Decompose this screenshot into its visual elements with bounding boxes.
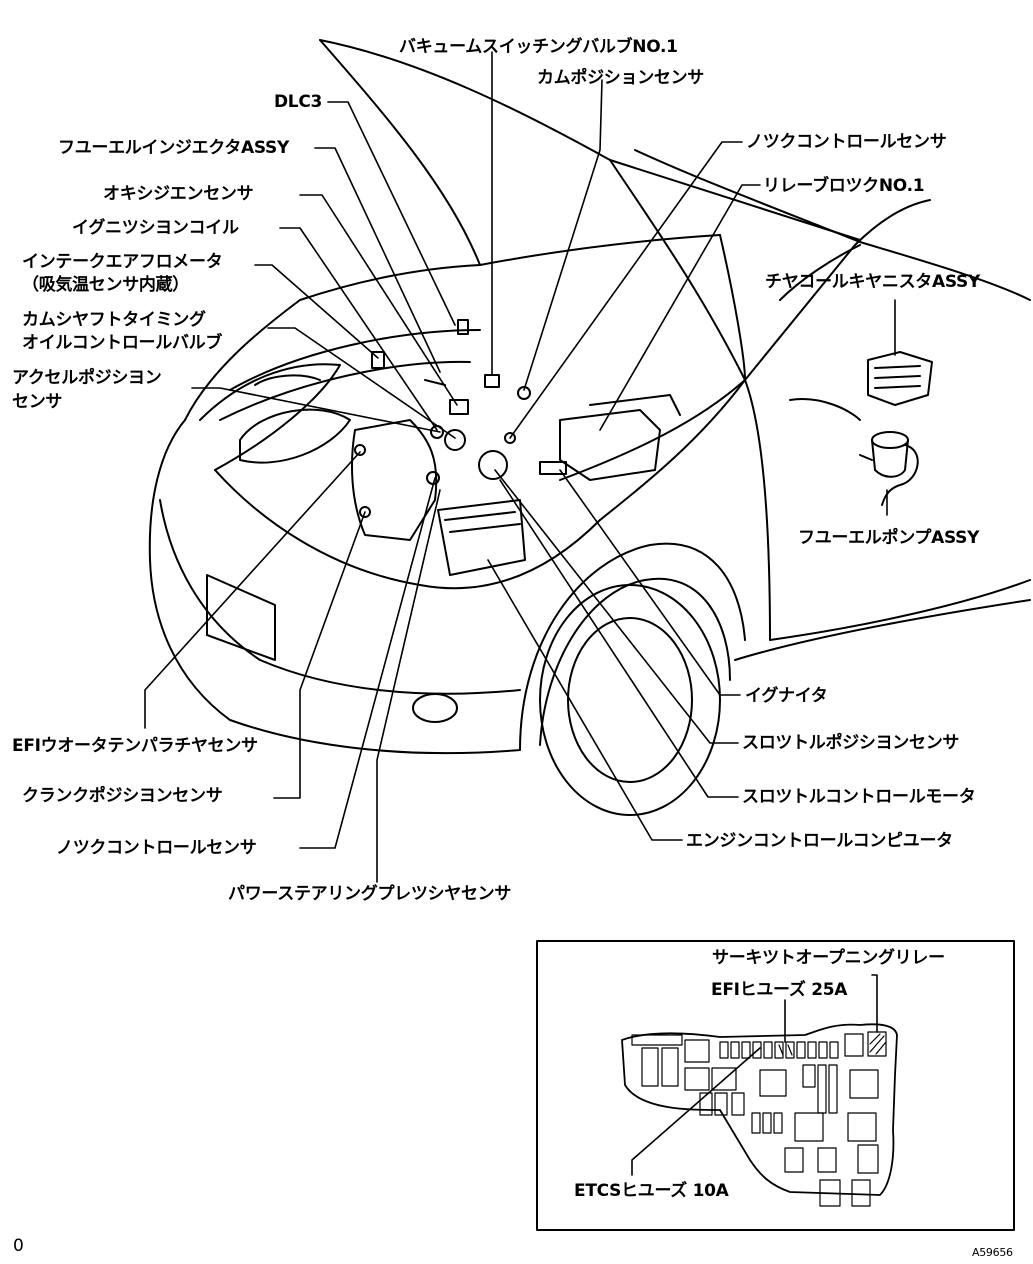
label-igniter: イグナイタ [745,686,828,706]
footer-left-mark: 0 [13,1236,24,1256]
label-circuit-opening-relay: サーキツトオープニングリレー [712,948,945,968]
figure-code: A59656 [972,1246,1013,1259]
label-ecu: エンジンコントロールコンピユータ [686,831,953,851]
label-water-temp-sensor: EFIウオータテンパラチヤセンサ [12,736,258,756]
label-cam-position-sensor: カムポジションセンサ [537,68,704,88]
label-throttle-position-sensor: スロツトルポジシヨンセンサ [742,733,960,753]
label-relay-block: リレーブロツクNO.1 [763,176,925,196]
label-crank-position-sensor: クランクポジシヨンセンサ [22,786,223,806]
label-air-flow-meter-note: （吸気温センサ内蔵） [22,275,189,295]
leader-lines [144,51,896,883]
label-fuel-injector: フユーエルインジエクタASSY [58,138,290,158]
label-air-flow-meter: インテークエアフロメータ [22,252,223,272]
label-ocv-line1: カムシヤフトタイミング [22,310,206,330]
label-knock-sensor-top: ノツクコントロールセンサ [746,132,947,152]
label-throttle-control-motor: スロツトルコントロールモータ [742,787,976,807]
label-vacuum-switching-valve: バキュームスイッチングバルブNO.1 [399,37,678,57]
label-etcs-fuse: ETCSヒユーズ 10A [574,1181,729,1201]
label-accel-line1: アクセルポジシヨン [12,368,162,388]
label-efi-fuse: EFIヒユーズ 25A [711,980,848,1000]
label-ps-pressure-sensor: パワーステアリングプレツシヤセンサ [228,884,512,904]
label-ignition-coil: イグニツシヨンコイル [72,218,239,238]
label-ocv-line2: オイルコントロールバルブ [22,333,223,353]
label-fuel-pump: フユーエルポンプASSY [798,528,980,548]
label-oxygen-sensor: オキシジエンセンサ [103,184,254,204]
label-dlc3: DLC3 [274,92,323,112]
label-knock-sensor-bottom: ノツクコントロールセンサ [56,838,257,858]
label-accel-line2: センサ [12,392,63,412]
inset-relay-block [536,940,1015,1231]
car-outline [148,39,1031,816]
label-canister: チヤコールキヤニスタASSY [765,272,980,292]
